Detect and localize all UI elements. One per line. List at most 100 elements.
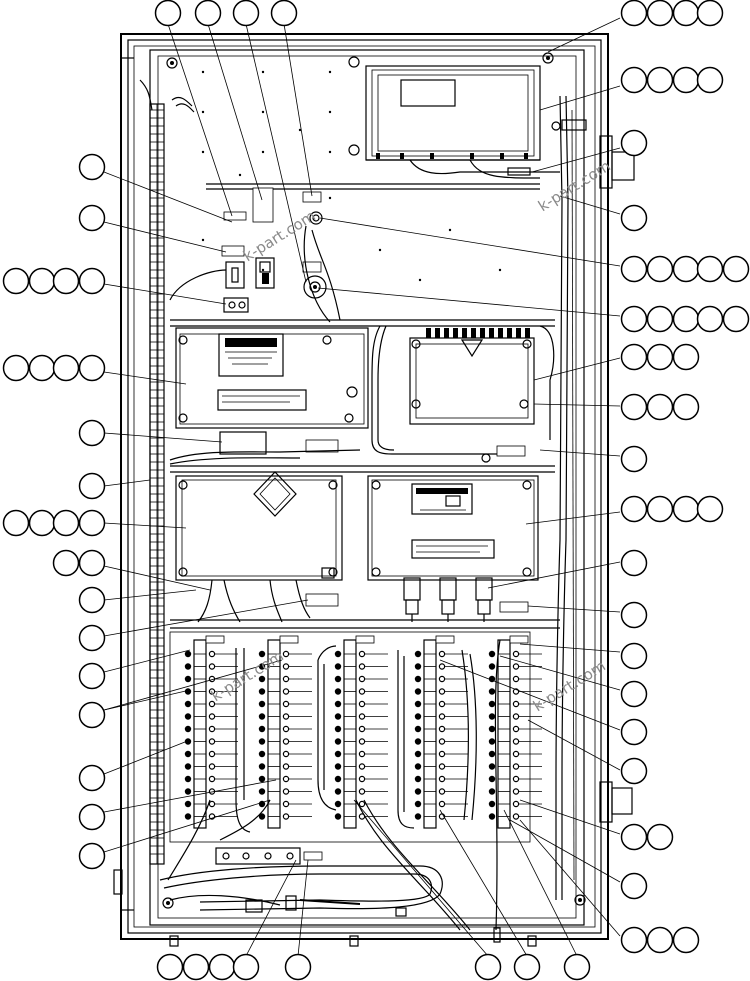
callout-balloon bbox=[156, 953, 184, 981]
leader-line bbox=[103, 171, 233, 223]
leader-line bbox=[207, 23, 263, 201]
callout-balloon bbox=[208, 953, 236, 981]
callout-balloon bbox=[620, 757, 648, 785]
callout-balloon bbox=[722, 305, 750, 333]
callout-balloon bbox=[78, 354, 106, 382]
callout-balloon bbox=[672, 343, 700, 371]
leader-line bbox=[103, 371, 187, 385]
callout-balloon bbox=[672, 66, 700, 94]
terminal-block bbox=[414, 635, 468, 829]
callout-balloon bbox=[563, 953, 591, 981]
callout-balloon bbox=[620, 823, 648, 851]
leader-lines bbox=[103, 17, 621, 957]
callout-balloon bbox=[722, 255, 750, 283]
callout-balloon bbox=[52, 267, 80, 295]
callout-balloon bbox=[620, 495, 648, 523]
bottom-wiring bbox=[159, 639, 501, 931]
leader-line bbox=[297, 859, 309, 957]
leader-line bbox=[103, 599, 309, 637]
callout-balloon bbox=[646, 0, 674, 27]
callout-balloon bbox=[78, 803, 106, 831]
leader-line bbox=[533, 357, 621, 381]
callout-balloon bbox=[696, 495, 724, 523]
callout-balloon bbox=[620, 445, 648, 473]
leader-line bbox=[519, 643, 621, 653]
callout-balloon bbox=[672, 393, 700, 421]
callout-balloon bbox=[78, 764, 106, 792]
horizontal-rails bbox=[170, 319, 560, 629]
callout-balloon bbox=[2, 509, 30, 537]
callout-balloon bbox=[28, 509, 56, 537]
callout-balloon bbox=[78, 153, 106, 181]
callout-balloon bbox=[154, 0, 182, 27]
leader-line bbox=[103, 739, 191, 775]
callout-balloon bbox=[78, 624, 106, 652]
leader-line bbox=[503, 809, 578, 957]
callout-balloon bbox=[78, 662, 106, 690]
leader-line bbox=[103, 522, 187, 529]
leader-line bbox=[103, 589, 197, 601]
callout-balloon bbox=[78, 509, 106, 537]
callout-balloon bbox=[52, 509, 80, 537]
leader-line bbox=[103, 565, 211, 591]
callout-balloon bbox=[474, 953, 502, 981]
callout-balloon bbox=[672, 495, 700, 523]
leader-line bbox=[283, 23, 313, 197]
leader-line bbox=[547, 17, 621, 53]
right-vertical-wiring bbox=[539, 95, 587, 900]
callout-balloon bbox=[78, 842, 106, 870]
leader-line bbox=[103, 689, 191, 711]
leader-line bbox=[499, 655, 621, 691]
callout-balloon bbox=[620, 718, 648, 746]
callout-balloon bbox=[28, 354, 56, 382]
leader-line bbox=[525, 511, 621, 525]
middle-right-controller bbox=[371, 325, 535, 457]
callout-balloon bbox=[620, 343, 648, 371]
leader-line bbox=[319, 217, 621, 267]
callout-balloon bbox=[513, 953, 541, 981]
terminal-block bbox=[488, 635, 542, 829]
callout-balloon bbox=[646, 343, 674, 371]
callout-balloon bbox=[78, 701, 106, 729]
callout-balloon bbox=[620, 601, 648, 629]
leader-line bbox=[103, 649, 191, 673]
callout-balloon bbox=[620, 129, 648, 157]
callout-balloon bbox=[646, 305, 674, 333]
callout-balloon bbox=[2, 354, 30, 382]
middle-left-controller bbox=[169, 327, 369, 465]
leader-line bbox=[527, 605, 621, 613]
leader-line bbox=[167, 23, 233, 217]
leader-line bbox=[103, 221, 227, 253]
leader-line bbox=[531, 147, 621, 173]
callout-balloon bbox=[672, 0, 700, 27]
leader-line bbox=[103, 799, 271, 853]
callout-balloon bbox=[696, 0, 724, 27]
leader-line bbox=[353, 799, 489, 957]
callout-balloon bbox=[620, 642, 648, 670]
callout-balloon bbox=[194, 0, 222, 27]
callout-balloon bbox=[78, 472, 106, 500]
callout-balloon bbox=[620, 255, 648, 283]
callout-balloon bbox=[78, 267, 106, 295]
callout-balloon bbox=[696, 66, 724, 94]
backplate-dots bbox=[201, 70, 502, 282]
callout-balloon bbox=[620, 305, 648, 333]
upper-rail-area bbox=[169, 183, 540, 323]
leader-line bbox=[103, 283, 227, 305]
callout-balloon bbox=[52, 549, 80, 577]
callout-balloon bbox=[620, 204, 648, 232]
callout-balloon bbox=[646, 255, 674, 283]
terminal-block-area bbox=[167, 631, 542, 931]
callout-balloon bbox=[672, 255, 700, 283]
callout-balloon bbox=[646, 926, 674, 954]
top-controller-box bbox=[365, 65, 560, 179]
leader-line bbox=[559, 195, 621, 215]
callout-balloon bbox=[232, 0, 260, 27]
callout-balloon bbox=[646, 393, 674, 421]
callout-balloon bbox=[620, 549, 648, 577]
callout-balloon bbox=[78, 549, 106, 577]
leader-line bbox=[533, 403, 621, 407]
callout-balloon bbox=[2, 267, 30, 295]
